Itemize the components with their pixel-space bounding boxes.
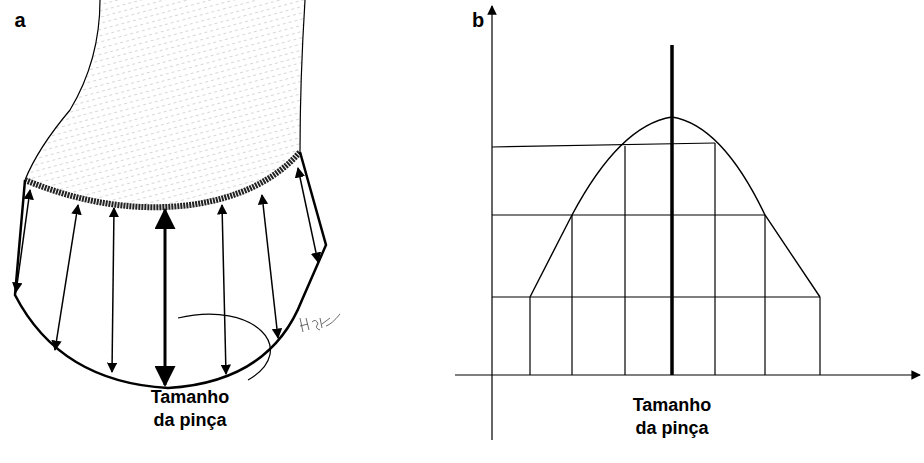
measure-arrow <box>112 208 114 372</box>
center-line <box>670 45 674 375</box>
x-axis <box>455 374 920 375</box>
pastern-skin <box>25 0 305 207</box>
measure-arrow <box>55 205 78 350</box>
axis-caption: Tamanho da pinça <box>142 386 238 431</box>
measure-arrow <box>262 195 278 338</box>
pastern-outline <box>25 0 100 180</box>
hoof-wall <box>15 152 326 388</box>
hoof-illustration <box>15 0 340 388</box>
measure-arrow <box>298 168 318 262</box>
grid-line <box>819 297 820 375</box>
toe-length-arrow <box>164 210 167 385</box>
axis-caption: Tamanho da pinça <box>624 394 720 439</box>
pastern-outline <box>300 0 305 152</box>
grid-line <box>492 296 820 297</box>
measure-arrows <box>16 168 318 385</box>
toe-length-chart <box>455 6 920 440</box>
grid-line <box>492 143 715 147</box>
grid-line <box>764 215 765 375</box>
grid-line <box>492 214 765 215</box>
coronary-band <box>25 152 300 207</box>
grid-line <box>529 297 530 375</box>
measure-arrow <box>222 205 226 374</box>
panel-letter: b <box>463 8 493 33</box>
measure-arrow <box>16 190 30 292</box>
grid-line <box>624 146 625 375</box>
artist-signature <box>300 314 340 332</box>
grid-line <box>571 215 572 375</box>
panel-letter: a <box>5 8 35 33</box>
leader-line <box>178 314 270 380</box>
grid-line <box>714 143 715 375</box>
